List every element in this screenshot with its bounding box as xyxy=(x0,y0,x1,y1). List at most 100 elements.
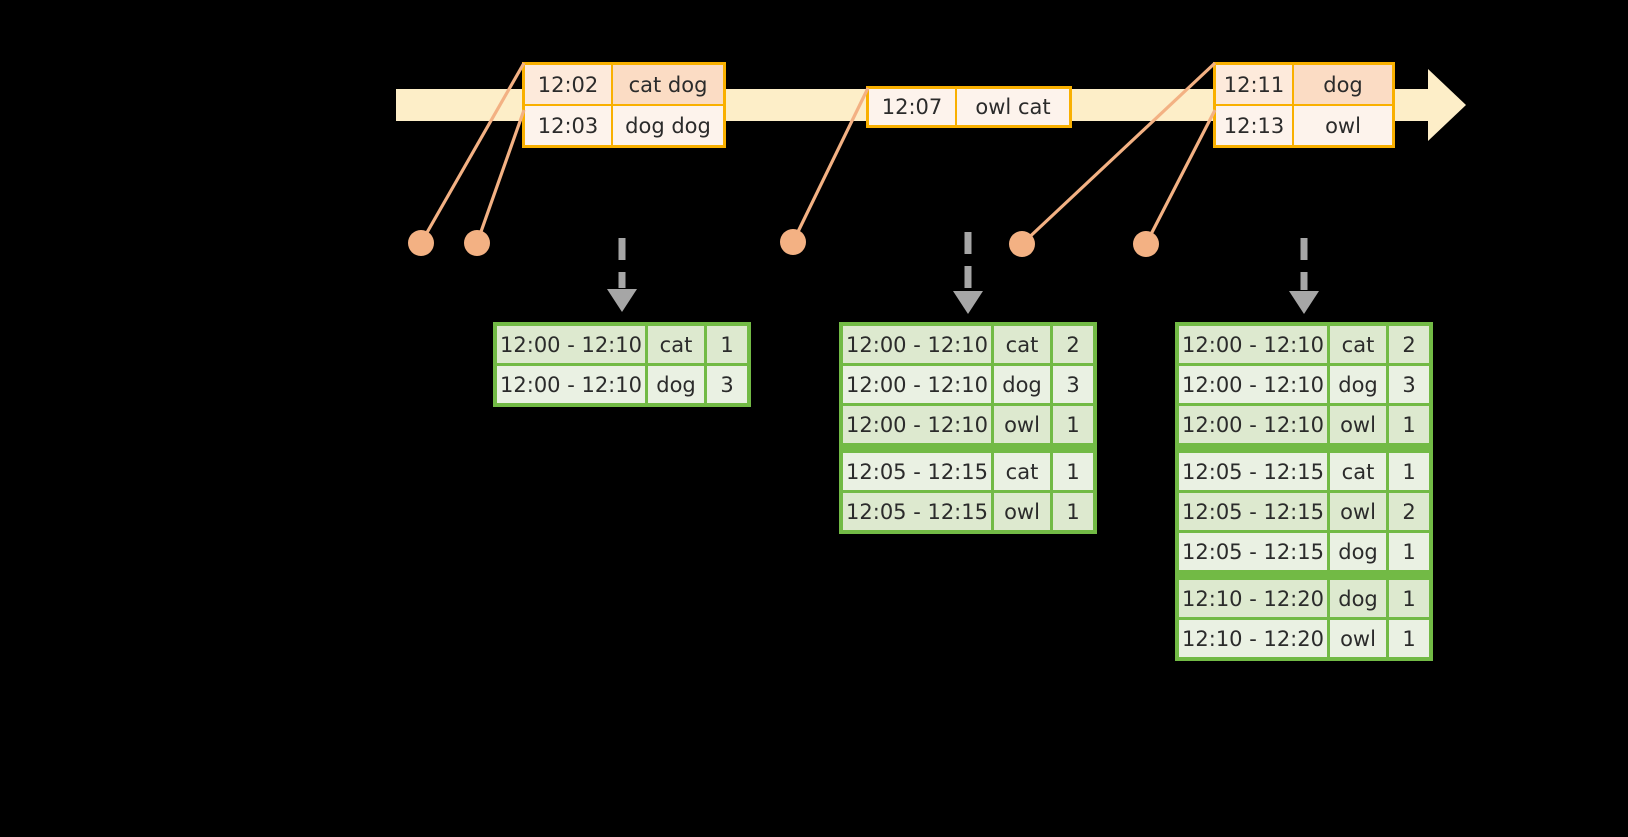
timeline-event-row[interactable]: 12:07 owl cat xyxy=(869,89,1069,125)
cell-count: 2 xyxy=(1389,326,1429,363)
cell-word: dog xyxy=(1330,366,1386,403)
cell-window-label: 12:00 - 12:10 xyxy=(1182,332,1324,357)
timeline-event-row[interactable]: 12:02 cat dog xyxy=(525,65,723,104)
event-words-label: owl cat xyxy=(975,95,1051,119)
event-words: owl cat xyxy=(957,89,1069,125)
cell-window-label: 12:05 - 12:15 xyxy=(1182,539,1324,564)
event-words-label: dog dog xyxy=(625,113,711,138)
cell-window-label: 12:00 - 12:10 xyxy=(846,412,988,437)
cell-count: 1 xyxy=(1053,406,1093,443)
event-time: 12:03 xyxy=(525,106,613,145)
cell-word: dog xyxy=(648,366,704,403)
table-group-separator xyxy=(843,446,1093,450)
cell-count: 1 xyxy=(1389,580,1429,617)
cell-window-label: 12:00 - 12:10 xyxy=(1182,372,1324,397)
timeline-arrow-head-icon xyxy=(1428,69,1466,141)
cell-word-label: cat xyxy=(1005,459,1039,484)
event-marker-dots xyxy=(408,229,1159,257)
cell-word: owl xyxy=(994,493,1050,530)
arrow-head-icon-1 xyxy=(607,289,637,312)
timeline-event-group-1[interactable]: 12:02 cat dog 12:03 dog dog xyxy=(522,62,726,148)
cell-count-label: 1 xyxy=(720,332,734,357)
connector-line-2 xyxy=(475,109,526,244)
cell-window-label: 12:05 - 12:15 xyxy=(846,499,988,524)
event-words-label: owl xyxy=(1325,113,1361,138)
timeline-event-row[interactable]: 12:11 dog xyxy=(1216,65,1392,104)
table-row[interactable]: 12:00 - 12:10 cat 2 xyxy=(843,326,1093,363)
cell-count-label: 1 xyxy=(1402,459,1416,484)
cell-window-label: 12:00 - 12:10 xyxy=(846,332,988,357)
arrow-head-icon-3 xyxy=(1289,291,1319,314)
cell-window: 12:05 - 12:15 xyxy=(843,453,991,490)
cell-word-label: dog xyxy=(656,372,696,397)
cell-window: 12:00 - 12:10 xyxy=(1179,366,1327,403)
event-marker-dot xyxy=(464,230,490,256)
cell-count: 1 xyxy=(1053,453,1093,490)
cell-count: 1 xyxy=(1389,620,1429,657)
event-time: 12:13 xyxy=(1216,106,1294,145)
cell-count-label: 3 xyxy=(1402,372,1416,397)
dashed-arrows xyxy=(618,232,1308,290)
cell-window: 12:05 - 12:15 xyxy=(843,493,991,530)
event-time: 12:11 xyxy=(1216,65,1294,104)
cell-window: 12:00 - 12:10 xyxy=(497,326,645,363)
cell-window-label: 12:05 - 12:15 xyxy=(846,459,988,484)
cell-word: dog xyxy=(1330,580,1386,617)
cell-word: owl xyxy=(1330,493,1386,530)
event-time-label: 12:02 xyxy=(537,72,599,97)
cell-word: owl xyxy=(1330,406,1386,443)
table-row[interactable]: 12:00 - 12:10 dog 3 xyxy=(1179,366,1429,403)
cell-window-label: 12:05 - 12:15 xyxy=(1182,499,1324,524)
timeline-event-group-3[interactable]: 12:11 dog 12:13 owl xyxy=(1213,62,1395,148)
cell-window-label: 12:10 - 12:20 xyxy=(1182,586,1324,611)
cell-count-label: 2 xyxy=(1066,332,1080,357)
cell-count: 1 xyxy=(1389,533,1429,570)
cell-count-label: 1 xyxy=(1402,626,1416,651)
event-words: cat dog xyxy=(613,65,723,104)
timeline-event-row[interactable]: 12:03 dog dog xyxy=(525,104,723,145)
cell-word-label: owl xyxy=(1004,412,1040,437)
timeline-event-row[interactable]: 12:13 owl xyxy=(1216,104,1392,145)
cell-count-label: 1 xyxy=(1402,412,1416,437)
cell-word-label: cat xyxy=(1341,459,1375,484)
cell-count-label: 2 xyxy=(1402,499,1416,524)
table-group-separator xyxy=(1179,573,1429,577)
dashed-arrow-heads xyxy=(607,289,1319,314)
cell-word-label: cat xyxy=(1005,332,1039,357)
cell-count-label: 1 xyxy=(1066,459,1080,484)
cell-word: dog xyxy=(994,366,1050,403)
cell-window-label: 12:00 - 12:10 xyxy=(1182,412,1324,437)
table-row[interactable]: 12:00 - 12:10 owl 1 xyxy=(843,406,1093,443)
event-words-label: dog xyxy=(1323,72,1363,97)
cell-window: 12:10 - 12:20 xyxy=(1179,580,1327,617)
cell-word-label: dog xyxy=(1338,372,1378,397)
timeline-event-group-2[interactable]: 12:07 owl cat xyxy=(866,86,1072,128)
event-time-label: 12:03 xyxy=(537,113,599,138)
cell-count: 2 xyxy=(1053,326,1093,363)
cell-count: 1 xyxy=(1389,406,1429,443)
cell-count-label: 1 xyxy=(1402,539,1416,564)
table-row[interactable]: 12:05 - 12:15 cat 1 xyxy=(843,453,1093,490)
cell-word: owl xyxy=(1330,620,1386,657)
cell-window-label: 12:00 - 12:10 xyxy=(500,372,642,397)
event-words: owl xyxy=(1294,106,1392,145)
cell-window: 12:00 - 12:10 xyxy=(843,326,991,363)
arrow-head-icon-2 xyxy=(953,291,983,314)
cell-word: cat xyxy=(994,326,1050,363)
